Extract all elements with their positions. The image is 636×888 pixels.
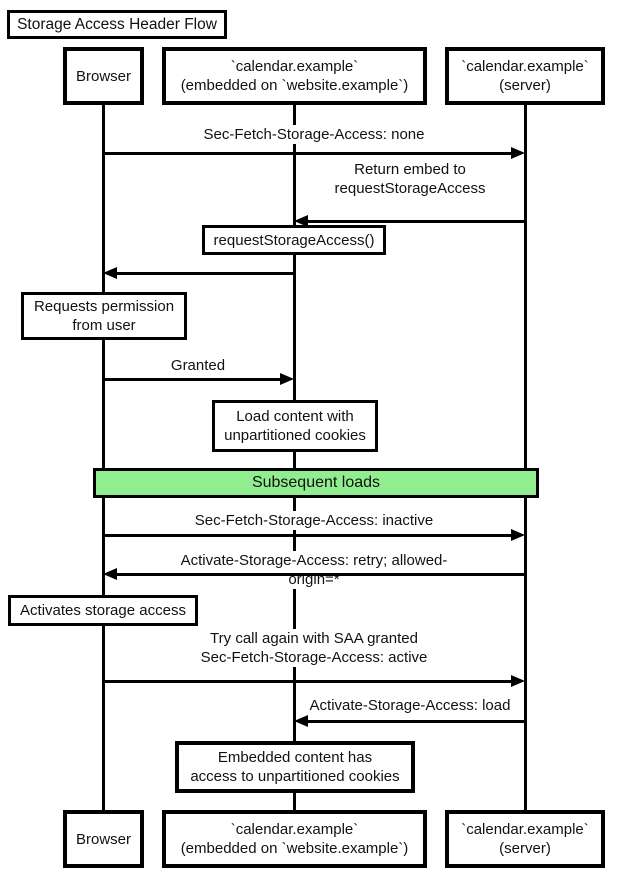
message-line-sec-fetch-none: [103, 152, 513, 155]
participant-calendar-server-bottom: `calendar.example` (server): [445, 810, 605, 868]
note-load-content: Load content with unpartitioned cookies: [212, 400, 378, 452]
section-band-subsequent-loads: Subsequent loads: [93, 468, 539, 498]
note-requests-permission: Requests permission from user: [21, 292, 187, 340]
participant-embedded-calendar-top: `calendar.example` (embedded on `website…: [162, 47, 427, 105]
arrowhead-right-icon: [511, 675, 525, 687]
lifeline-calendar-server: [523, 105, 527, 810]
lifeline-embedded-calendar: [292, 105, 296, 810]
arrowhead-left-icon: [294, 715, 308, 727]
message-label-granted: Granted: [166, 356, 230, 375]
message-label-activate-retry: Activate-Storage-Access: retry; allowed-…: [153, 551, 475, 589]
message-label-activate-load: Activate-Storage-Access: load: [305, 696, 515, 715]
participant-browser-bottom: Browser: [63, 810, 144, 868]
arrowhead-left-icon: [103, 267, 117, 279]
arrowhead-right-icon: [511, 529, 525, 541]
participant-browser-top: Browser: [63, 47, 144, 105]
message-line-granted: [103, 378, 282, 381]
message-label-try-call-again: Try call again with SAA granted Sec-Fetc…: [196, 629, 432, 667]
note-request-storage-access: requestStorageAccess(): [202, 225, 386, 255]
message-line-try-call-again: [103, 680, 513, 683]
participant-embedded-calendar-bottom: `calendar.example` (embedded on `website…: [162, 810, 427, 868]
message-line-activate-load: [306, 720, 525, 723]
arrowhead-left-icon: [103, 568, 117, 580]
message-line-sec-fetch-inactive: [103, 534, 513, 537]
message-line-request-storage-access: [115, 272, 294, 275]
arrowhead-right-icon: [280, 373, 294, 385]
message-label-return-embed: Return embed to requestStorageAccess: [330, 160, 490, 198]
message-line-activate-retry: [115, 573, 525, 576]
message-line-return-embed: [306, 220, 525, 223]
note-embedded-content-access: Embedded content has access to unpartiti…: [175, 741, 415, 793]
participant-calendar-server-top: `calendar.example` (server): [445, 47, 605, 105]
lifeline-browser: [101, 105, 105, 810]
arrowhead-right-icon: [511, 147, 525, 159]
message-label-sec-fetch-inactive: Sec-Fetch-Storage-Access: inactive: [190, 511, 438, 530]
message-label-sec-fetch-none: Sec-Fetch-Storage-Access: none: [199, 125, 429, 144]
note-activates-storage-access: Activates storage access: [8, 595, 198, 626]
arrowhead-left-icon: [294, 215, 308, 227]
diagram-title: Storage Access Header Flow: [7, 10, 227, 39]
